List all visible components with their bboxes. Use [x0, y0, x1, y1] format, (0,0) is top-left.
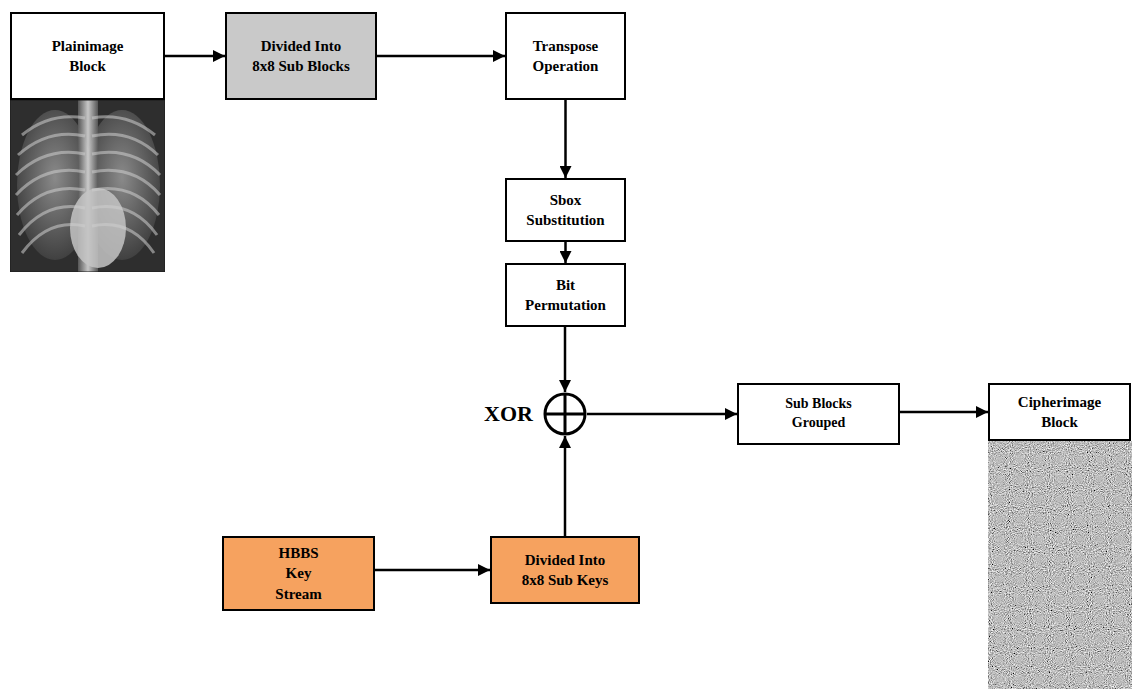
flow-arrow — [564, 327, 567, 392]
xor-cross — [564, 394, 567, 434]
label-holder: Bit Permutation — [520, 275, 612, 316]
box-label: Sbox Substitution — [520, 190, 612, 231]
xray-image — [10, 100, 165, 272]
box-label: HBBS Key Stream — [268, 543, 330, 604]
box-label: Divided Into 8x8 Sub Blocks — [249, 36, 353, 77]
box-label: Transpose Operation — [520, 36, 612, 77]
label-holder: Divided Into 8x8 Sub Blocks — [249, 36, 353, 77]
key-box: HBBS Key Stream — [222, 536, 375, 611]
box-label: Cipherimage Block — [1010, 392, 1110, 433]
output-box: Cipherimage Block — [988, 383, 1131, 441]
label-holder: HBBS Key Stream — [268, 543, 330, 604]
label-holder: Cipherimage Block — [1010, 392, 1110, 433]
flow-arrow — [587, 413, 737, 416]
process-box: Bit Permutation — [505, 263, 626, 327]
xor-circle — [545, 394, 585, 434]
process-box: Sub Blocks Grouped — [737, 383, 900, 445]
box-label: Bit Permutation — [520, 275, 612, 316]
xor-operator: XOR — [543, 392, 587, 436]
box-label: Divided Into 8x8 Sub Keys — [513, 550, 617, 591]
process-box: Divided Into 8x8 Sub Blocks — [225, 12, 377, 100]
flow-arrow — [564, 436, 567, 536]
input-box: Plainimage Block — [10, 12, 165, 100]
flow-arrow — [377, 55, 505, 58]
flow-arrow — [564, 100, 567, 178]
operator-label-holder: XOR — [484, 399, 533, 429]
operator-label: XOR — [484, 399, 533, 429]
label-holder: Transpose Operation — [520, 36, 612, 77]
box-label: Plainimage Block — [38, 36, 138, 77]
xor-symbol — [543, 392, 587, 436]
label-holder: Divided Into 8x8 Sub Keys — [513, 550, 617, 591]
process-box: Sbox Substitution — [505, 178, 626, 242]
flow-arrow — [900, 411, 988, 414]
flow-arrow — [165, 55, 225, 58]
box-label: Sub Blocks Grouped — [773, 395, 865, 433]
label-holder: Plainimage Block — [38, 36, 138, 77]
flow-arrow — [375, 569, 490, 572]
noise-image — [988, 441, 1132, 689]
key-box: Divided Into 8x8 Sub Keys — [490, 536, 640, 604]
label-holder: Sub Blocks Grouped — [773, 395, 865, 433]
process-box: Transpose Operation — [505, 12, 626, 100]
flow-arrow — [564, 242, 567, 263]
label-holder: Sbox Substitution — [520, 190, 612, 231]
